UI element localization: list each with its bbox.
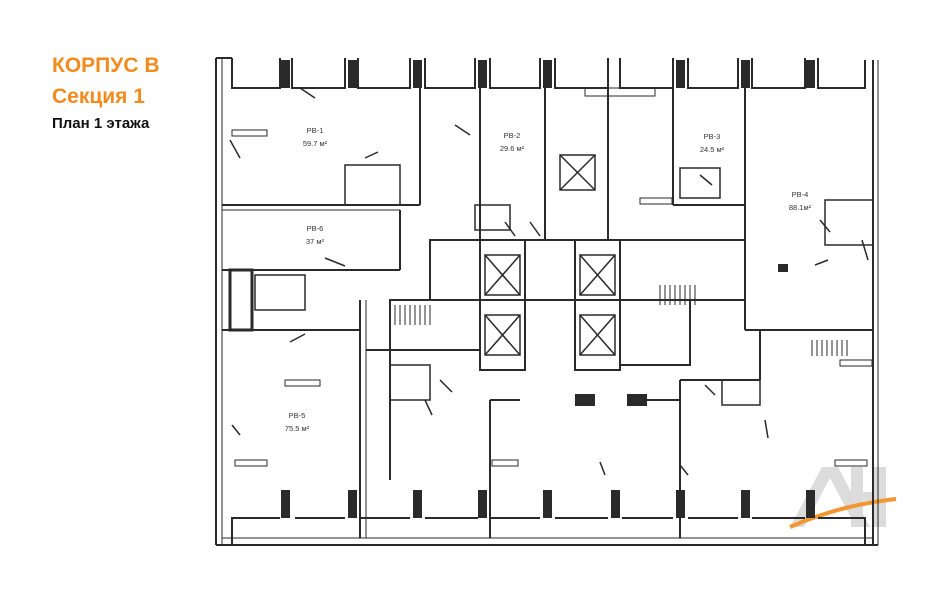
walls [215,57,879,546]
unit-label: PB-2 [504,131,521,140]
unit-label: PB-6 [307,224,324,233]
floor-plan-subtitle: План 1 этажа [52,115,150,132]
window-hatches [231,87,873,467]
unit-area: 24.5 м² [700,145,725,154]
stairs [394,285,848,356]
title-block: КОРПУС В Секция 1 План 1 этажа [52,50,159,136]
unit-area: 88.1м² [789,203,812,212]
unit-label: PB-5 [289,411,306,420]
elevator-shafts [484,154,616,356]
section-title: Секция 1 [52,85,145,108]
unit-area: 75.5 м² [285,424,310,433]
unit-labels: PB-1 59.7 м² PB-2 29.6 м² PB-3 24.5 м² P… [285,126,812,433]
doors [229,87,869,476]
unit-label: PB-4 [792,190,809,199]
unit-area: 59.7 м² [303,139,328,148]
unit-area: 37 м² [306,237,325,246]
building-title: КОРПУС В [52,54,160,77]
unit-label: PB-3 [704,132,721,141]
columns [281,60,815,518]
unit-label: PB-1 [307,126,324,135]
unit-area: 29.6 м² [500,144,525,153]
